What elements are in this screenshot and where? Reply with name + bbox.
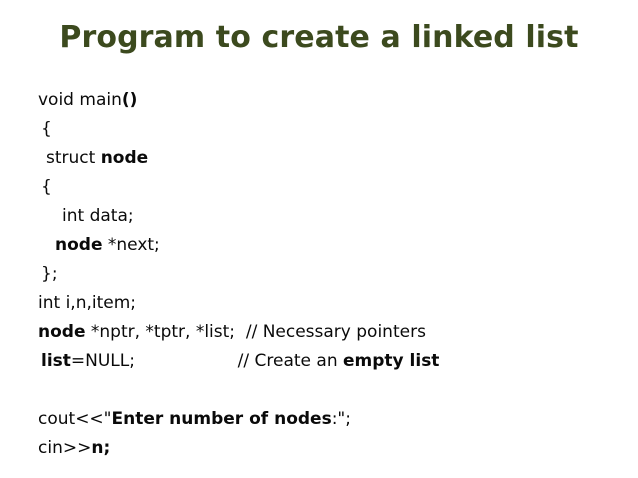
line-blank bbox=[0, 376, 638, 405]
code-segment: cout<<" bbox=[38, 409, 112, 429]
page-title: Program to create a linked list bbox=[59, 20, 579, 55]
line-open-brace-main: { bbox=[0, 115, 638, 144]
line-list-null: list=NULL; // Create an empty list bbox=[0, 347, 638, 376]
line-open-brace-struct: { bbox=[0, 173, 638, 202]
code-block: void main() { struct node { int data; node *n… bbox=[0, 86, 638, 463]
line-close-brace-struct: }; bbox=[0, 260, 638, 289]
code-segment: cin>> bbox=[38, 438, 92, 458]
code-segment: struct bbox=[46, 148, 101, 168]
code-segment: *next; bbox=[102, 235, 160, 255]
line-void-main: void main() bbox=[0, 86, 638, 115]
code-segment: =NULL; // Create an bbox=[70, 351, 343, 371]
line-cin-n: cin>>n; bbox=[0, 434, 638, 463]
line-cout-prompt: cout<<"Enter number of nodes:"; bbox=[0, 405, 638, 434]
code-segment: *nptr, *tptr, *list; // Necessary pointe… bbox=[85, 322, 426, 342]
code-segment: void main bbox=[38, 90, 122, 110]
code-segment-bold: list bbox=[41, 351, 71, 371]
code-segment-bold: Enter number of nodes bbox=[111, 409, 332, 429]
code-segment: :"; bbox=[331, 409, 351, 429]
code-segment: int data; bbox=[62, 206, 134, 226]
code-segment-bold: () bbox=[121, 90, 138, 110]
code-segment: { bbox=[41, 177, 52, 197]
code-segment: { bbox=[41, 119, 52, 139]
code-segment-bold: n; bbox=[91, 438, 111, 458]
code-segment-bold: node bbox=[100, 148, 149, 168]
code-segment: }; bbox=[41, 264, 58, 284]
line-struct-node: struct node bbox=[0, 144, 638, 173]
line-int-data: int data; bbox=[0, 202, 638, 231]
code-segment: int i,n,item; bbox=[38, 293, 137, 313]
code-segment-bold: node bbox=[38, 322, 86, 342]
code-segment-bold: node bbox=[55, 235, 103, 255]
line-node-pointers: node *nptr, *tptr, *list; // Necessary p… bbox=[0, 318, 638, 347]
code-segment-bold: empty list bbox=[343, 351, 440, 371]
line-node-next: node *next; bbox=[0, 231, 638, 260]
line-int-i-n-item: int i,n,item; bbox=[0, 289, 638, 318]
